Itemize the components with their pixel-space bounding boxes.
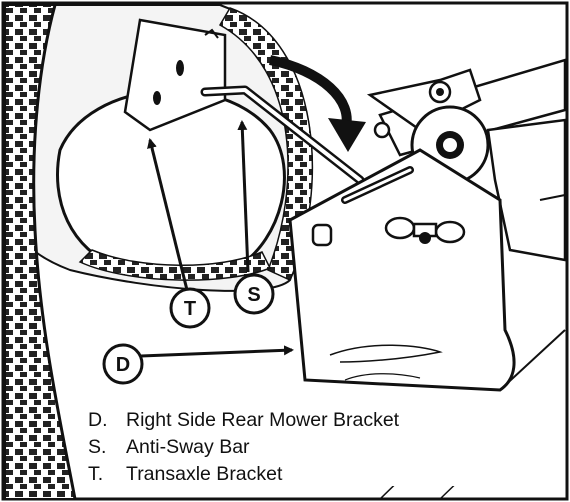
legend-text-t: Transaxle Bracket xyxy=(126,463,283,485)
direction-arrow xyxy=(268,55,366,152)
transaxle-bracket-part xyxy=(123,18,227,132)
legend-text-d: Right Side Rear Mower Bracket xyxy=(126,409,400,431)
legend-text-s: Anti-Sway Bar xyxy=(126,436,250,458)
rear-tire xyxy=(4,4,314,292)
front-tire xyxy=(4,4,77,500)
callout-t: T xyxy=(169,287,211,329)
callout-s: S xyxy=(233,273,275,315)
legend: D. Right Side Rear Mower Bracket S. Anti… xyxy=(82,398,552,486)
legend-key-s: S. xyxy=(88,436,106,458)
callout-d-letter: D xyxy=(116,354,130,376)
leader-line-d xyxy=(140,345,294,358)
leader-line-s xyxy=(237,120,250,273)
callout-s-letter: S xyxy=(247,284,260,306)
leader-line-t xyxy=(147,138,189,291)
legend-key-d: D. xyxy=(88,409,108,431)
callout-d: D xyxy=(102,343,144,385)
anti-sway-bar-part xyxy=(200,85,365,185)
legend-key-t: T. xyxy=(88,463,103,485)
leader-lines xyxy=(140,120,294,358)
callout-t-letter: T xyxy=(184,298,196,320)
mower-arm-assembly xyxy=(366,58,567,262)
